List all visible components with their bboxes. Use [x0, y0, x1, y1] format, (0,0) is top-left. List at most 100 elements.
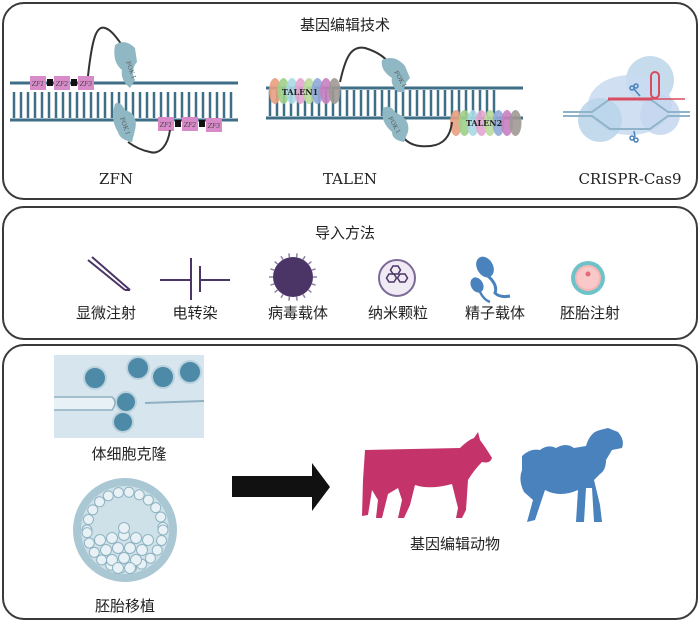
virus-spike — [280, 293, 284, 299]
somatic-cloning-photo — [54, 355, 205, 438]
fok-nuclease-top: FOK I — [114, 42, 137, 88]
trophoblast-cell — [123, 486, 135, 498]
inner-cell-mass-cell — [118, 552, 130, 564]
tale-repeat — [294, 78, 307, 104]
inner-cell-mass-cell — [130, 532, 142, 544]
fok-nuclease-bottom: FOK I — [113, 102, 136, 142]
talen1-label: TALEN1 — [282, 87, 318, 97]
fok-nuclease-top: FOK I — [381, 58, 410, 92]
embryo-icon — [571, 261, 605, 295]
inner-cell-mass-cell — [124, 562, 136, 574]
virus-spike — [311, 268, 316, 271]
virus-spike — [288, 253, 291, 258]
trophoblast-cell — [83, 537, 95, 549]
virus-spike — [274, 289, 279, 294]
tale-repeat — [501, 110, 513, 136]
virus-spike — [270, 268, 275, 271]
trophoblast-cell — [155, 511, 167, 523]
inner-cell-mass-cell — [124, 542, 136, 554]
trophoblast-cell — [112, 487, 124, 499]
tale-repeat — [320, 78, 332, 104]
embryo-transfer-label: 胚胎移植 — [94, 597, 155, 615]
micro-needle-icon — [87, 256, 131, 291]
tale-repeat — [458, 110, 471, 136]
zf-label: ZF3 — [79, 81, 92, 88]
talen2-label: TALEN2 — [466, 118, 502, 128]
trophoblast-cell — [150, 502, 162, 514]
trophoblast-cell — [88, 546, 100, 558]
zf-label: ZF2 — [55, 81, 68, 88]
tale-repeat — [328, 78, 341, 104]
zf-array-bottom: ZF1 ZF2 ZF3 — [158, 117, 222, 132]
trophoblast-cell — [151, 544, 163, 556]
inner-cell-mass-cell — [100, 544, 112, 556]
scissors-icon — [629, 130, 639, 143]
inner-cell-mass-cell — [112, 542, 124, 554]
capacitor-icon — [160, 258, 230, 300]
tale-repeat — [277, 78, 290, 104]
virus-spike — [302, 293, 306, 299]
tale-repeat — [269, 78, 281, 104]
fok-nuclease-bottom: FOK I — [382, 106, 409, 142]
scissors-icon — [629, 83, 641, 97]
cow-icon — [362, 432, 492, 518]
virus-spike — [295, 296, 298, 301]
inner-cell-mass-cell — [118, 522, 130, 534]
zf-label: ZF1 — [159, 122, 172, 129]
right-arrow-icon — [232, 463, 330, 511]
tale-repeat — [311, 78, 324, 104]
virus-spike — [270, 283, 275, 286]
delivery-label-sperm-vector: 精子载体 — [464, 304, 525, 322]
nanoparticle-icon — [378, 259, 416, 297]
zf-label: ZF1 — [31, 81, 44, 88]
delivery-label-electroporation: 电转染 — [172, 304, 218, 322]
trophoblast-cell — [81, 527, 93, 539]
virus-spike — [307, 289, 312, 294]
trophoblast-cell — [144, 552, 156, 564]
trophoblast-cell — [142, 494, 154, 506]
zfn-label: ZFN — [99, 170, 133, 188]
virus-spike — [274, 260, 279, 265]
tale-repeat — [484, 110, 496, 136]
sperm-icon — [470, 256, 511, 304]
talen-diagram: TALEN1 TALEN2 FOK I FOK I — [266, 46, 523, 148]
inner-cell-mass-cell — [106, 532, 118, 544]
inner-cell-mass-cell — [112, 562, 124, 574]
trophoblast-cell — [87, 504, 99, 516]
tale-repeat — [509, 110, 522, 136]
virus-spike — [307, 260, 312, 265]
virus-spike — [295, 253, 298, 258]
tale-repeat — [475, 110, 488, 136]
gene-edited-animals-label: 基因编辑动物 — [409, 535, 500, 553]
delivery-label-viral-vector: 病毒载体 — [267, 304, 328, 322]
inner-cell-mass-cell — [130, 554, 142, 566]
virus-spike — [280, 255, 284, 261]
tale-repeat — [303, 78, 315, 104]
delivery-label-microinjection: 显微注射 — [75, 304, 136, 322]
trophoblast-cell — [96, 554, 108, 566]
delivery-icons — [87, 253, 605, 304]
delivery-methods-title: 导入方法 — [315, 224, 376, 242]
tale-repeat — [467, 110, 479, 136]
inner-cell-mass-cell — [106, 554, 118, 566]
talen-label: TALEN — [322, 170, 378, 188]
tale-repeat — [286, 78, 298, 104]
delivery-label-embryo-injection: 胚胎注射 — [559, 304, 620, 322]
zf-label: ZF2 — [183, 122, 196, 129]
zfn-diagram: ZF1 ZF2 ZF3 ZF1 ZF2 ZF3 FOK I FOK I — [10, 26, 238, 154]
crispr-cas9-diagram — [563, 56, 690, 143]
tale-repeat — [492, 110, 505, 136]
talen2-repeat-array — [450, 110, 522, 136]
somatic-cloning-label: 体细胞克隆 — [91, 445, 167, 463]
virus-icon — [269, 253, 317, 301]
trophoblast-cell — [82, 514, 94, 526]
trophoblast-cell — [157, 524, 169, 536]
zf-array-top: ZF1 ZF2 ZF3 — [30, 76, 94, 90]
gene-editing-title: 基因编辑技术 — [300, 16, 391, 34]
blastocyst-icon — [73, 478, 177, 582]
sheep-icon — [520, 428, 623, 522]
virus-spike — [288, 296, 291, 301]
gene-editing-illustrations: ZF1 ZF2 ZF3 ZF1 ZF2 ZF3 FOK I FOK I — [10, 26, 690, 154]
virus-spike — [311, 283, 316, 286]
